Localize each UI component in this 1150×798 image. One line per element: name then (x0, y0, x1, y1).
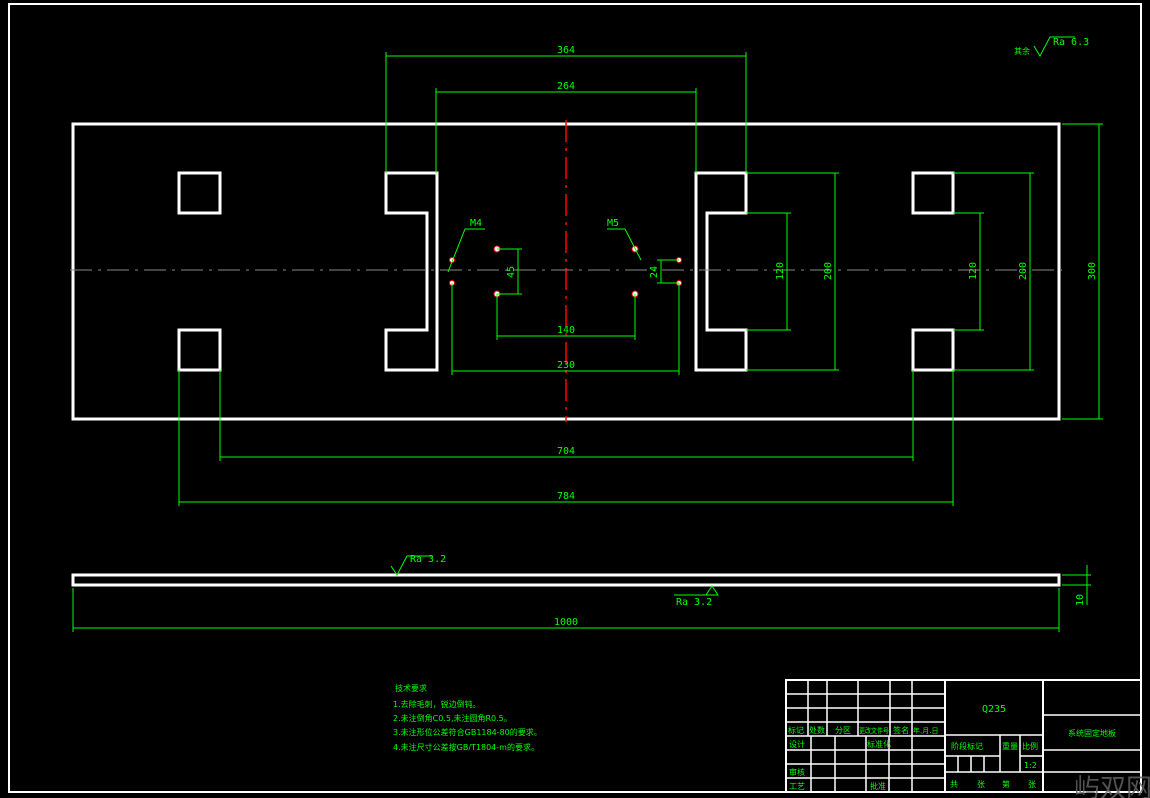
dimensions: 364 264 300 704 784 140 230 45 24 120 20… (178, 45, 1103, 506)
dim-10: 10 (1075, 594, 1086, 606)
dim-120-a: 120 (775, 262, 786, 280)
header-signature: 签名 (893, 725, 909, 735)
plate-top-view (70, 120, 1062, 422)
dim-300: 300 (1087, 262, 1098, 280)
part-name: 系统固定地板 (1068, 728, 1116, 738)
label-design: 设计 (789, 739, 805, 749)
c-slot-left (384, 171, 439, 372)
label-approve: 批准 (870, 781, 886, 791)
header-mark: 标记 (788, 725, 804, 735)
sheet-unit: 张 (1028, 780, 1036, 789)
header-zone: 分区 (835, 726, 851, 735)
thread-label-m5: M5 (607, 218, 619, 229)
material: Q235 (982, 704, 1006, 715)
label-process: 工艺 (789, 782, 805, 791)
dim-24: 24 (649, 266, 660, 278)
tech-item: 3.未注形位公差符合GB1184-80的要求。 (393, 727, 542, 737)
dim-140: 140 (557, 325, 575, 336)
header-date: 年.月.日 (913, 726, 938, 735)
dim-784: 784 (557, 491, 575, 502)
thread-label-m4: M4 (470, 218, 482, 229)
threaded-holes (449, 245, 682, 298)
dim-45: 45 (506, 266, 517, 278)
header-count: 处数 (809, 725, 825, 735)
tech-item: 2.未注倒角C0.5,未注圆角R0.5。 (393, 713, 512, 723)
dim-264: 264 (557, 81, 575, 92)
dim-704: 704 (557, 446, 575, 457)
finish-general-value: Ra 6.3 (1053, 37, 1089, 48)
label-standardize: 标准化 (867, 739, 891, 749)
plate-side-view: 1000 10 Ra 3.2 Ra 3.2 (71, 554, 1091, 632)
finish-top: Ra 3.2 (410, 554, 446, 565)
dim-230: 230 (557, 360, 575, 371)
square-hole (911, 328, 955, 372)
label-scale: 比例 (1022, 741, 1038, 751)
c-slot-right (694, 171, 748, 372)
finish-bottom: Ra 3.2 (676, 597, 712, 608)
header-change-doc: 更改文件号 (859, 726, 889, 735)
dim-1000: 1000 (554, 617, 578, 628)
square-hole (177, 171, 222, 215)
scale-value: 1:2 (1024, 761, 1037, 770)
sheets-total-label: 共 (950, 780, 958, 789)
dim-120-b: 120 (968, 262, 979, 280)
tech-requirements: 技术要求 1.去除毛刺，锐边倒钝。 2.未注倒角C0.5,未注圆角R0.5。 3… (393, 683, 542, 752)
label-stage-mark: 阶段标记 (951, 741, 983, 751)
surface-finish-general: 其余 Ra 6.3 (1014, 36, 1089, 58)
drawing-frame (8, 3, 1142, 793)
watermark: 屿双网 (1074, 774, 1150, 798)
dim-364: 364 (557, 45, 575, 56)
title-block: 标记 处数 分区 更改文件号 签名 年.月.日 设计 标准化 审核 工艺 批准 … (785, 679, 1142, 793)
finish-other-label: 其余 (1014, 46, 1030, 56)
tech-item: 4.未注尺寸公差按GB/T1804-m的要求。 (393, 742, 539, 752)
square-hole (911, 171, 955, 215)
sheet-number-label: 第 (1002, 779, 1010, 789)
square-hole (177, 328, 222, 372)
dim-200-b: 200 (1018, 262, 1029, 280)
tech-title: 技术要求 (395, 683, 427, 693)
label-weight: 重量 (1002, 741, 1018, 751)
tech-item: 1.去除毛刺，锐边倒钝。 (393, 699, 481, 709)
sheets-unit: 张 (977, 780, 985, 789)
dim-200-a: 200 (823, 262, 834, 280)
label-review: 审核 (789, 767, 805, 777)
